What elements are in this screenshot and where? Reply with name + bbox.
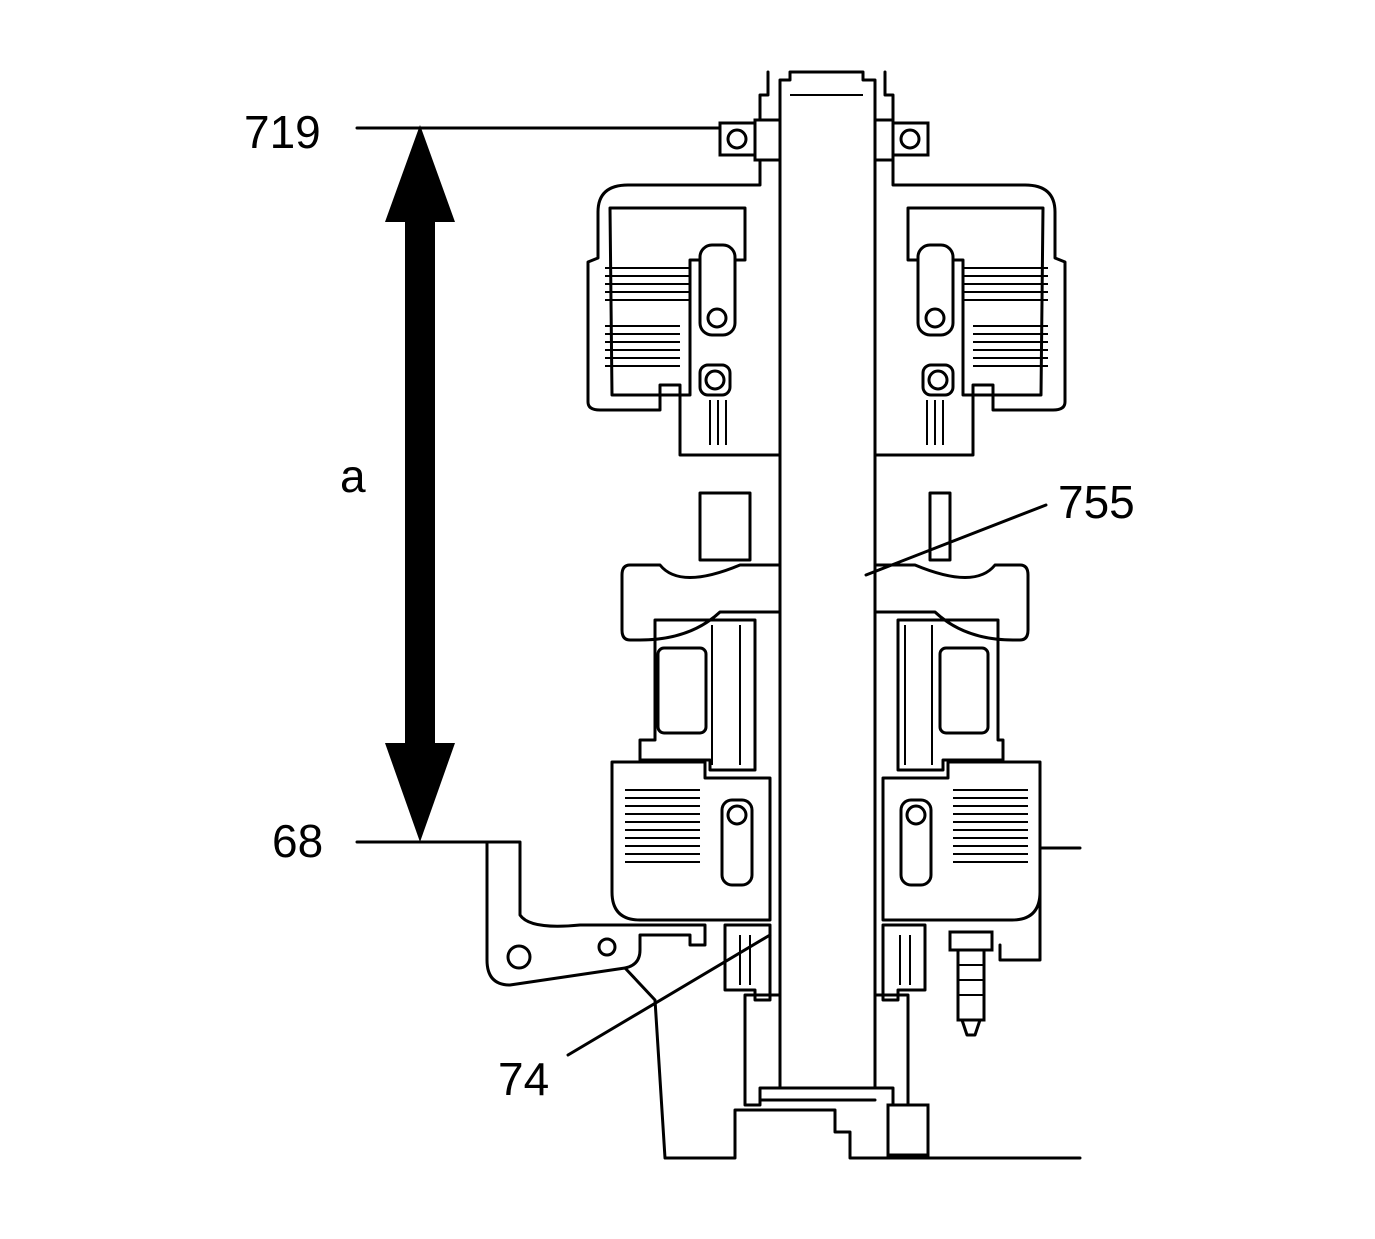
clutch-plates-upper-left <box>605 267 690 367</box>
leader-755 <box>864 503 1048 577</box>
lower-clutch-housing-left <box>610 760 772 922</box>
callout-74: 74 <box>498 1053 549 1105</box>
middle-gear-left <box>620 491 782 642</box>
clutch-plates-lower-left <box>625 789 700 863</box>
clutch-plates-upper-right <box>963 267 1048 367</box>
top-bearing-right <box>873 118 930 162</box>
upper-clutch-housing-right <box>873 158 1067 457</box>
arrow-head-down <box>385 743 455 842</box>
clutch-plates-lower-right <box>953 789 1028 863</box>
callout-755: 755 <box>1058 476 1135 528</box>
seal-right <box>881 923 927 1002</box>
upper-clutch-housing-left <box>586 158 782 457</box>
lower-clutch-housing-right <box>881 760 1042 922</box>
top-bearing-left <box>718 118 782 162</box>
middle-gear-right <box>873 491 1030 642</box>
lower-hub <box>743 993 910 1107</box>
callout-68: 68 <box>272 815 323 867</box>
leader-74 <box>566 933 772 1057</box>
lower-bearing-left <box>638 618 757 772</box>
transmission-case <box>485 840 1082 1160</box>
seal-74 <box>723 923 772 1002</box>
callout-719: 719 <box>244 106 321 158</box>
arrow-shaft <box>405 220 435 745</box>
mounting-bolt <box>948 930 994 1037</box>
lower-bearing-right <box>896 618 1005 772</box>
callout-a: a <box>340 450 366 502</box>
arrow-head-up <box>385 125 455 222</box>
dimension-arrow-a <box>355 125 722 844</box>
